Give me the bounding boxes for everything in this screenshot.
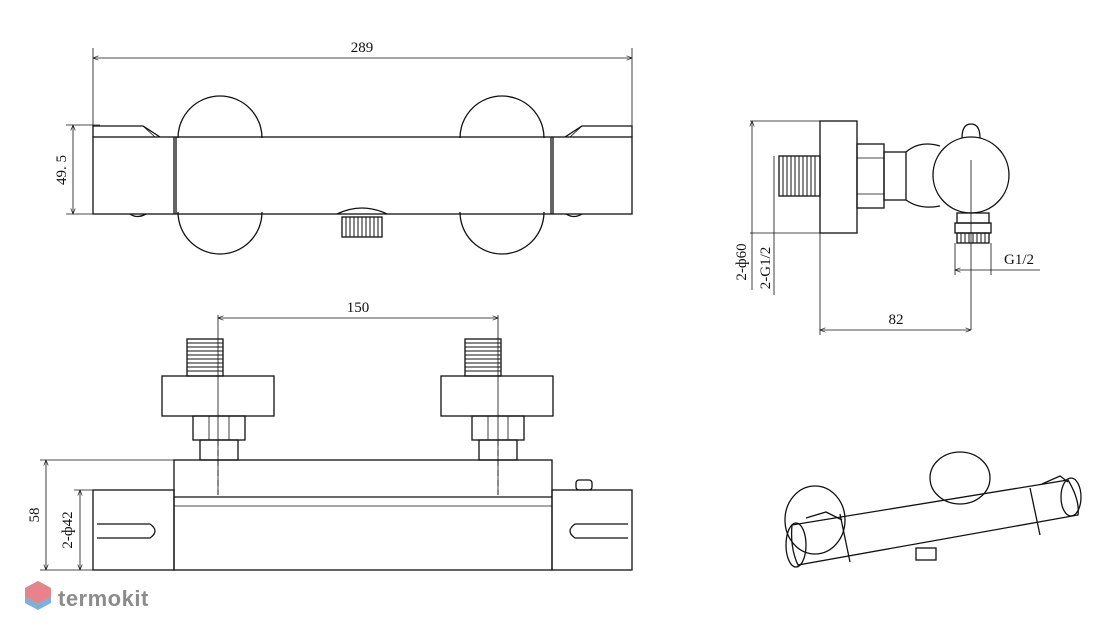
termokit-watermark: termokit <box>25 581 149 611</box>
dim-label-spacing: 150 <box>347 300 370 316</box>
iso-outlet <box>915 547 937 561</box>
inlet-disc <box>459 95 545 139</box>
dim-label-width: 289 <box>351 40 374 56</box>
dim-label-height: 49. 5 <box>54 155 70 185</box>
termokit-logo-icon <box>25 581 51 610</box>
dim-label-thread: 2-G1/2 <box>758 247 774 290</box>
handle-wedge <box>92 125 161 138</box>
dim-label-front-height: 58 <box>27 508 43 523</box>
outlet-ring <box>954 222 992 234</box>
inlet-disc <box>177 95 263 139</box>
handle-grip <box>97 523 156 539</box>
handle-grip <box>569 523 628 539</box>
handle-wedge <box>564 125 633 138</box>
mixer-body <box>92 136 633 215</box>
dim-label-cover-diameter: 2-ф60 <box>734 243 750 280</box>
inlet-cover <box>440 375 554 417</box>
iso-end-cap <box>1060 477 1082 517</box>
end-nub <box>565 213 583 218</box>
iso-end-cap <box>785 522 807 568</box>
iso-handle-wedge <box>1041 475 1069 485</box>
side-view: 2-ф60 2-G1/2 <box>734 120 1040 335</box>
iso-handle-wedge <box>805 511 843 521</box>
inlet-disc <box>177 211 263 255</box>
iso-body <box>790 479 1079 566</box>
dim-label-outlet-thread: G1/2 <box>1004 252 1034 268</box>
end-cap-left <box>92 489 175 571</box>
top-view: 289 49. 5 <box>54 40 633 255</box>
end-cap-right <box>551 489 633 571</box>
safety-button <box>575 479 593 491</box>
inlet-neck <box>199 439 239 461</box>
inlet-nut <box>192 415 246 441</box>
outlet-cap <box>336 207 388 215</box>
dim-label-depth: 82 <box>889 312 904 328</box>
inlet-thread <box>464 338 502 377</box>
front-view: 150 <box>27 300 633 571</box>
inlet-disc <box>459 211 545 255</box>
end-nub <box>129 213 147 218</box>
connector <box>883 151 907 201</box>
top-knob <box>961 123 981 139</box>
iso-wall-disc <box>929 451 991 505</box>
iso-wall-disc <box>784 485 846 555</box>
outlet-nut <box>956 212 990 224</box>
dim-label-end-diameter: 2-ф42 <box>60 511 76 548</box>
wall-cover <box>819 120 858 234</box>
hex-nut <box>856 143 885 209</box>
mixer-body-front <box>173 459 553 571</box>
isometric-view <box>784 451 1082 568</box>
brand-name: termokit <box>58 586 149 611</box>
